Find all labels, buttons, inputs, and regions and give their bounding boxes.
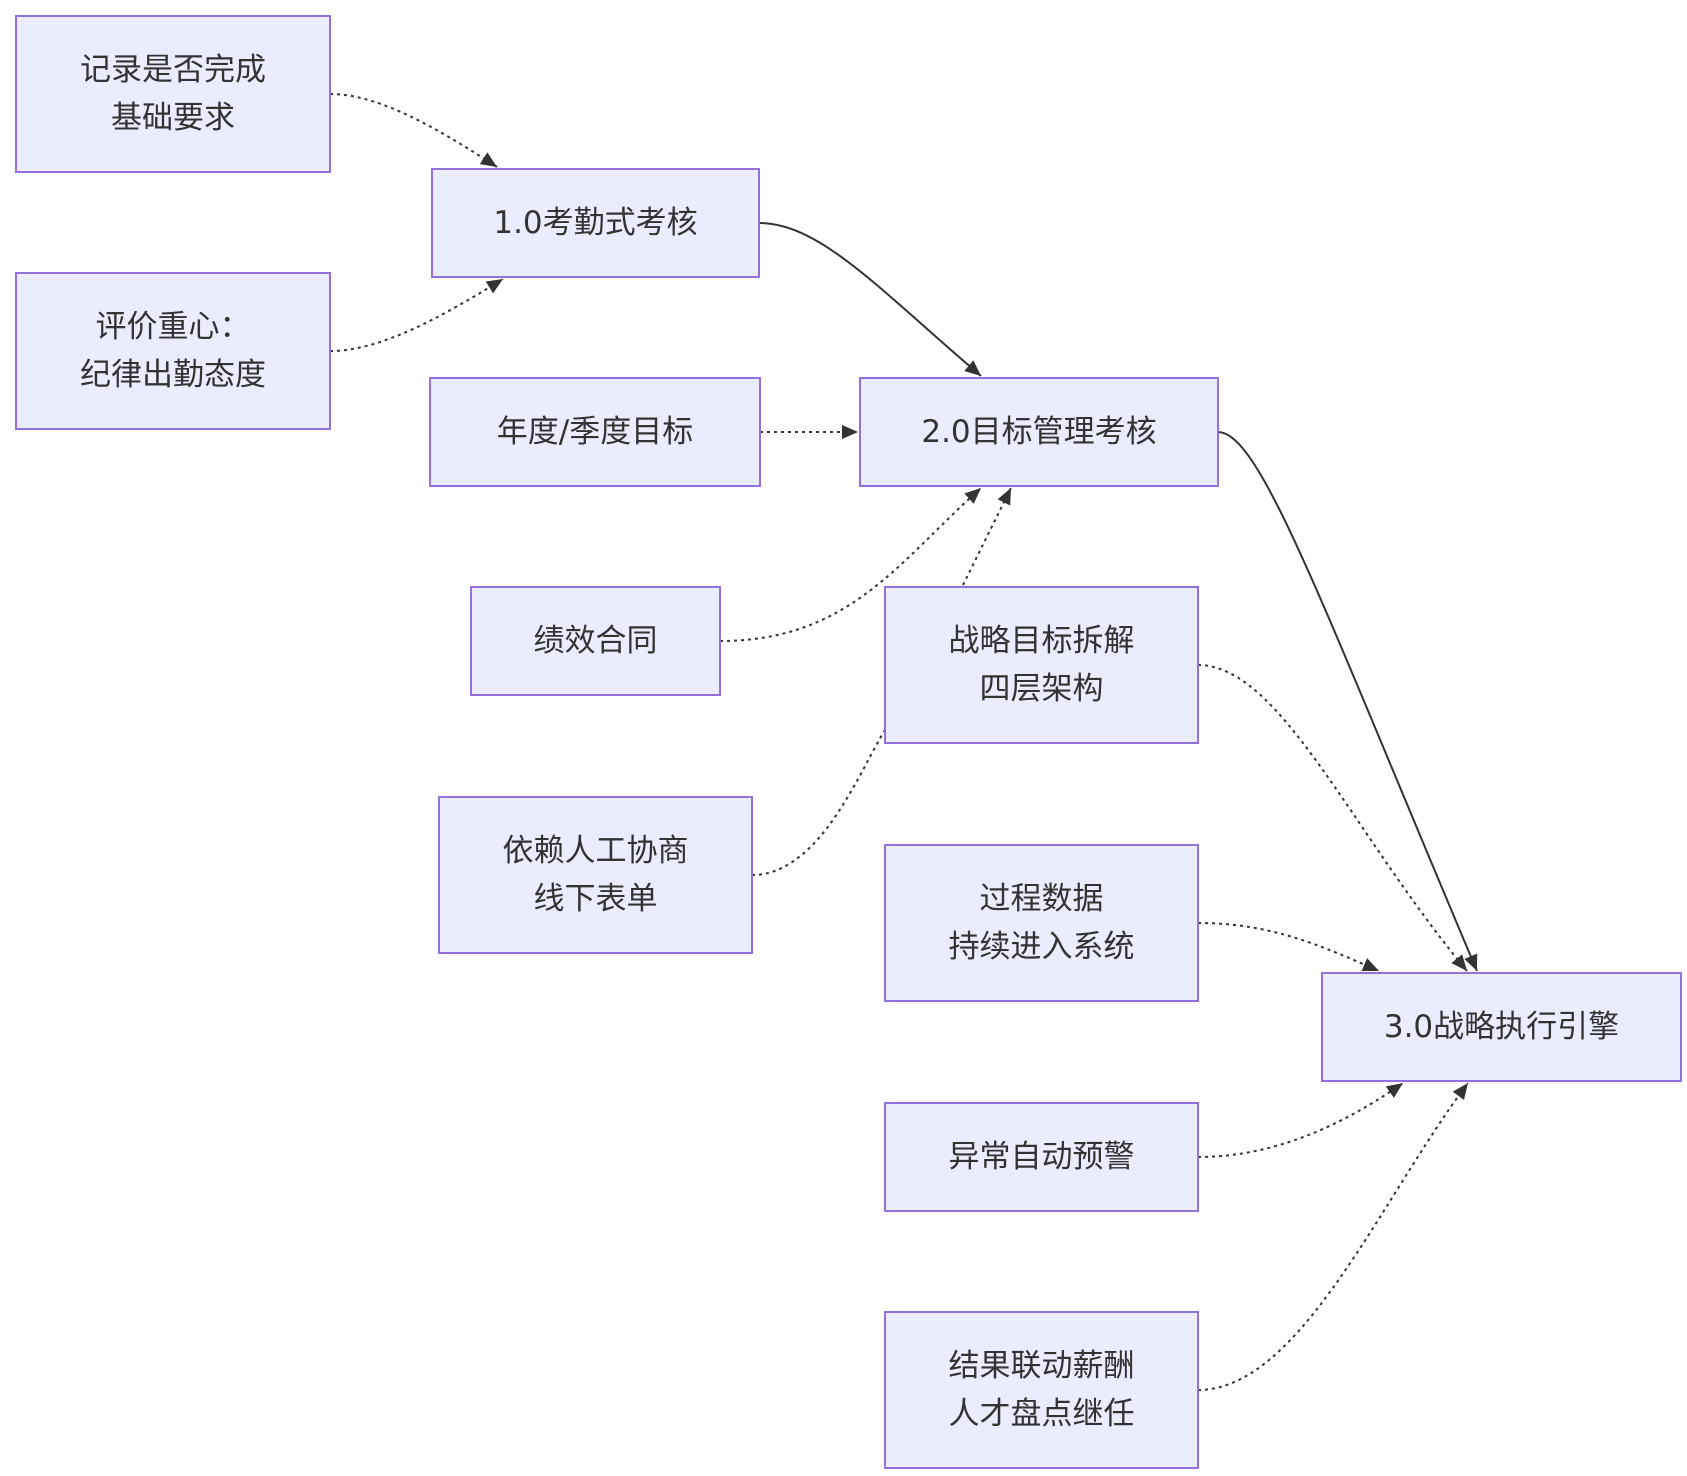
- edges-layer: [329, 93, 1478, 1391]
- edge-n_contract-to-v2: [719, 487, 982, 642]
- edge-v1-to-v2: [758, 222, 982, 377]
- node-label: 异常自动预警: [949, 1139, 1135, 1175]
- arrowhead: [1452, 1083, 1468, 1100]
- node-label: 年度/季度目标: [497, 414, 693, 450]
- edge-n_record-to-v1: [329, 93, 498, 168]
- nodes-layer: 1.0考勤式考核2.0目标管理考核3.0战略执行引擎记录是否完成基础要求评价重心…: [15, 15, 1682, 1469]
- edge-line: [329, 93, 498, 168]
- arrowhead: [1385, 1083, 1403, 1098]
- node-box: [1321, 972, 1682, 1082]
- node-label: 四层架构: [980, 671, 1104, 707]
- node-label: 记录是否完成: [80, 52, 266, 88]
- node-label: 评价重心：: [96, 309, 251, 345]
- edge-n_link-to-v3: [1197, 1082, 1469, 1391]
- edge-line: [1197, 1082, 1469, 1391]
- edge-n_manual-to-v2: [751, 487, 1012, 876]
- arrowhead: [485, 279, 503, 294]
- arrowhead: [964, 360, 981, 376]
- node-box: [884, 1311, 1199, 1469]
- node-box: [15, 15, 331, 173]
- node-box: [438, 796, 753, 954]
- node-label: 人才盘点继任: [949, 1396, 1135, 1432]
- edge-n_goal-to-v2: [760, 425, 858, 439]
- node-label: 3.0战略执行引擎: [1384, 1009, 1619, 1045]
- arrowhead: [1464, 953, 1478, 971]
- edge-line: [1217, 431, 1478, 972]
- arrowhead: [842, 425, 858, 439]
- edge-line: [1197, 1082, 1404, 1158]
- node-v2: 2.0目标管理考核: [859, 377, 1219, 487]
- edge-n_process-to-v3: [1197, 922, 1380, 972]
- arrowhead: [1361, 958, 1379, 971]
- edge-n_decomp-to-v3: [1197, 664, 1468, 972]
- node-box: [431, 168, 760, 278]
- edge-line: [329, 278, 504, 352]
- node-label: 绩效合同: [534, 623, 658, 659]
- node-box: [884, 1102, 1199, 1212]
- edge-n_focus-to-v1: [329, 278, 504, 352]
- node-n-alert: 异常自动预警: [884, 1102, 1199, 1212]
- node-v1: 1.0考勤式考核: [431, 168, 760, 278]
- node-label: 持续进入系统: [949, 929, 1135, 965]
- node-label: 纪律出勤态度: [80, 357, 266, 393]
- node-label: 战略目标拆解: [949, 623, 1135, 659]
- node-box: [884, 586, 1199, 744]
- node-label: 1.0考勤式考核: [493, 205, 697, 241]
- node-label: 依赖人工协商: [503, 833, 689, 869]
- node-box: [15, 272, 331, 430]
- edge-v2-to-v3: [1217, 431, 1478, 972]
- node-box: [470, 586, 721, 696]
- node-n-goal: 年度/季度目标: [429, 377, 761, 487]
- node-n-focus: 评价重心： 纪律出勤态度: [15, 272, 331, 430]
- node-v3: 3.0战略执行引擎: [1321, 972, 1682, 1082]
- node-label: 基础要求: [111, 100, 235, 136]
- node-label: 过程数据: [980, 881, 1104, 917]
- node-label: 线下表单: [534, 881, 658, 917]
- arrowhead: [1451, 954, 1467, 971]
- arrowhead: [479, 152, 497, 167]
- node-box: [429, 377, 761, 487]
- node-box: [859, 377, 1219, 487]
- edge-line: [1197, 664, 1468, 972]
- node-label: 结果联动薪酬: [949, 1348, 1135, 1384]
- node-n-contract: 绩效合同: [470, 586, 721, 696]
- edge-line: [1197, 922, 1380, 972]
- edge-n_alert-to-v3: [1197, 1082, 1404, 1158]
- node-label: 2.0目标管理考核: [921, 414, 1156, 450]
- edge-line: [758, 222, 982, 377]
- arrowhead: [997, 488, 1011, 506]
- arrowhead: [964, 488, 981, 504]
- node-box: [884, 844, 1199, 1002]
